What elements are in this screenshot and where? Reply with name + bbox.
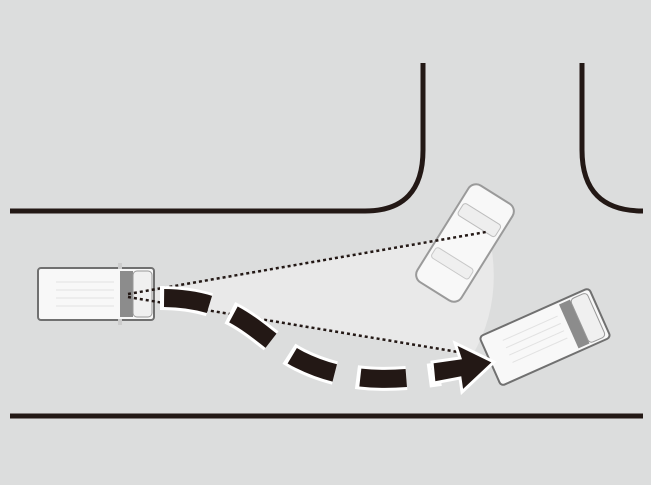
sensor-lines	[127, 230, 487, 356]
sensor-range-icon	[130, 230, 494, 356]
vehicle-approaching-icon	[479, 288, 611, 386]
sensor-line-lower	[127, 295, 471, 356]
vehicle-own-icon	[37, 263, 155, 325]
road-edge-left-corner	[10, 63, 426, 214]
sensor-line-upper	[127, 230, 487, 296]
path-arrow-icon	[159, 286, 497, 396]
vehicle-parked-icon	[415, 183, 515, 303]
road-edge-right-corner	[579, 63, 644, 214]
road-edges	[10, 63, 644, 419]
